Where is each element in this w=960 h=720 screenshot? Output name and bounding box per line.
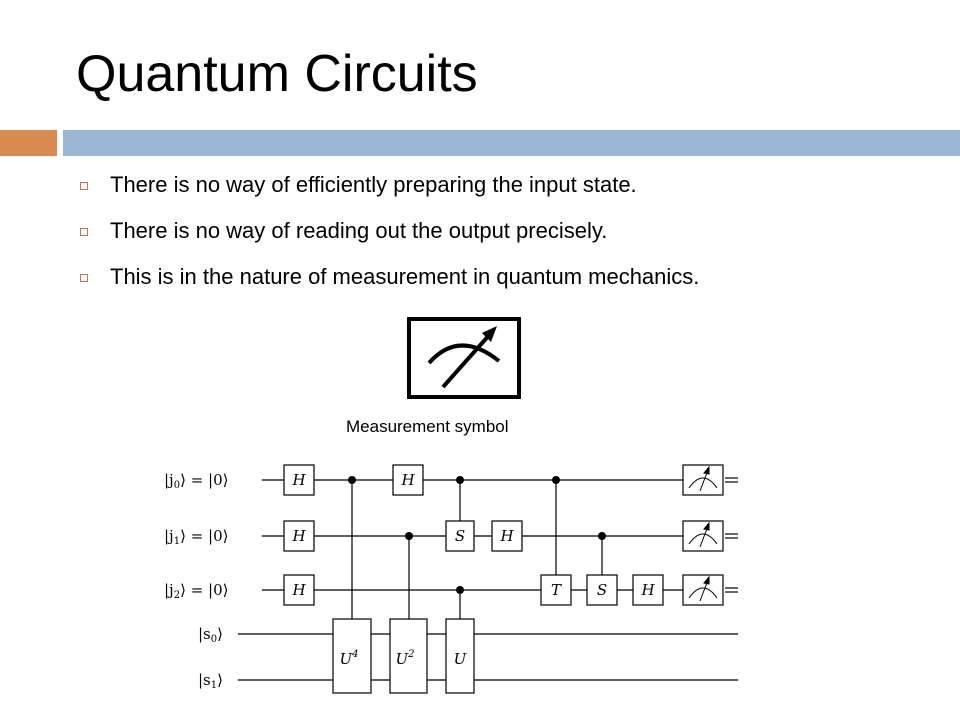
input-label-j1: |j1⟩ = |0⟩ bbox=[164, 527, 229, 547]
input-label-j0: |j0⟩ = |0⟩ bbox=[164, 471, 229, 491]
measurement-meter-icon bbox=[682, 464, 724, 496]
s-gate bbox=[445, 520, 475, 552]
t-gate bbox=[540, 574, 572, 606]
measurement-symbol bbox=[407, 317, 521, 399]
control-dot bbox=[598, 532, 606, 540]
control-dot bbox=[405, 532, 413, 540]
control-dot bbox=[552, 476, 560, 484]
svg-text:H: H bbox=[640, 581, 655, 599]
bullet-item: There is no way of reading out the outpu… bbox=[78, 218, 699, 244]
svg-text:S: S bbox=[597, 581, 607, 599]
svg-text:S: S bbox=[455, 527, 465, 545]
h-gate bbox=[632, 574, 664, 606]
measurement-meter-icon bbox=[682, 520, 724, 552]
svg-text:U2: U2 bbox=[395, 649, 414, 668]
svg-text:U: U bbox=[454, 650, 468, 668]
meter-icon bbox=[427, 326, 501, 389]
bullet-item: There is no way of efficiently preparing… bbox=[78, 172, 699, 198]
bullet-text: This is in the nature of measurement in … bbox=[110, 264, 700, 289]
h-gate bbox=[283, 520, 315, 552]
input-label-j2: |j2⟩ = |0⟩ bbox=[164, 581, 229, 601]
h-gate bbox=[392, 464, 424, 496]
square-bullet-icon bbox=[80, 182, 88, 190]
svg-text:H: H bbox=[291, 581, 306, 599]
square-bullet-icon bbox=[80, 274, 88, 282]
control-dot bbox=[456, 476, 464, 484]
svg-text:H: H bbox=[499, 527, 514, 545]
measurement-meter-icon bbox=[682, 574, 724, 606]
square-bullet-icon bbox=[80, 228, 88, 236]
u-gate bbox=[445, 618, 475, 694]
quantum-circuit-diagram: |j0⟩ = |0⟩ |j1⟩ = |0⟩ |j2⟩ = |0⟩ |s0⟩ |s… bbox=[164, 464, 738, 694]
title-accent-bar-orange bbox=[0, 130, 57, 156]
input-label-s1: |s1⟩ bbox=[198, 671, 223, 691]
bullet-item: This is in the nature of measurement in … bbox=[78, 264, 699, 290]
input-label-s0: |s0⟩ bbox=[198, 625, 223, 645]
title-accent-bar-blue bbox=[63, 130, 960, 156]
u4-gate bbox=[332, 618, 372, 694]
control-dot bbox=[348, 476, 356, 484]
bullet-text: There is no way of efficiently preparing… bbox=[110, 172, 637, 197]
s-gate bbox=[586, 574, 618, 606]
svg-text:U4: U4 bbox=[339, 649, 358, 668]
h-gate bbox=[283, 574, 315, 606]
control-dot bbox=[456, 586, 464, 594]
svg-text:T: T bbox=[551, 581, 562, 599]
slide-title: Quantum Circuits bbox=[76, 45, 478, 103]
bullet-list: There is no way of efficiently preparing… bbox=[78, 172, 699, 310]
measurement-caption: Measurement symbol bbox=[346, 417, 509, 436]
svg-text:H: H bbox=[291, 471, 306, 489]
bullet-text: There is no way of reading out the outpu… bbox=[110, 218, 608, 243]
h-gate bbox=[491, 520, 523, 552]
svg-text:H: H bbox=[291, 527, 306, 545]
h-gate bbox=[283, 464, 315, 496]
u2-gate bbox=[389, 618, 428, 694]
svg-text:H: H bbox=[400, 471, 415, 489]
